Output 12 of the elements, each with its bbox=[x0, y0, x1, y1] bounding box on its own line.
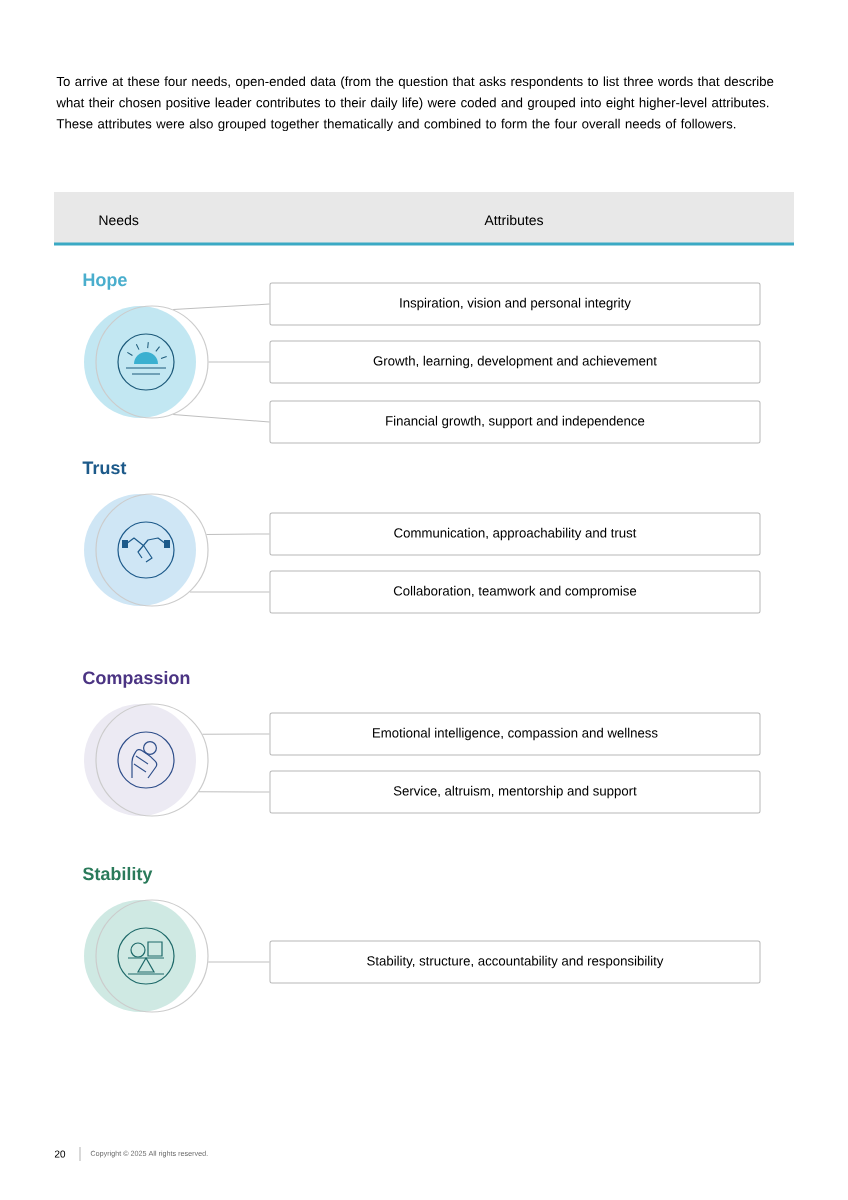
need-heading: Trust bbox=[82, 461, 127, 475]
connector-line bbox=[207, 961, 270, 963]
need-heading: Compassion bbox=[83, 670, 190, 688]
connector-line bbox=[189, 591, 270, 593]
connector-line bbox=[208, 361, 270, 363]
connector-line bbox=[198, 791, 270, 793]
need-heading: Stability bbox=[82, 866, 153, 884]
connector-line bbox=[201, 733, 270, 735]
connector-line bbox=[172, 414, 270, 423]
connector-line bbox=[205, 533, 270, 535]
need-heading: Hope bbox=[83, 273, 127, 290]
connector-line bbox=[172, 303, 270, 311]
